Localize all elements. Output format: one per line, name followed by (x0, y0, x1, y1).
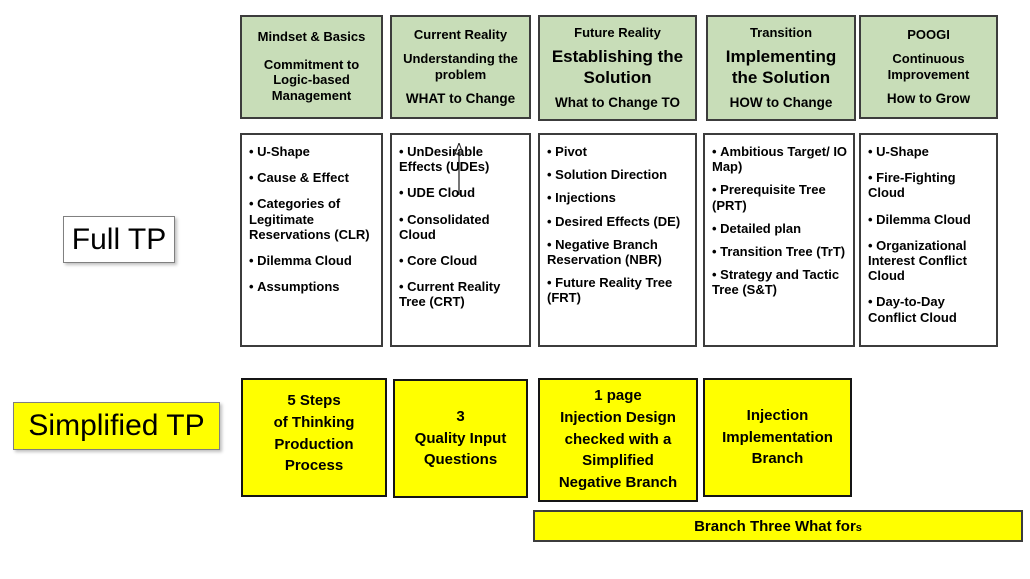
simplified-tp-row-label: Simplified TP (13, 402, 220, 450)
header-title: Current Reality (413, 26, 508, 42)
ybox-line: 3 (456, 407, 465, 425)
ybox-line: Production (274, 435, 354, 453)
ybox-line: Implementation (722, 428, 833, 446)
list-item: UDE Cloud (399, 185, 525, 200)
ybox-line: Quality Input (414, 429, 507, 447)
header-transition: Transition Implementing the Solution HOW… (706, 15, 856, 121)
list-item: U-Shape (249, 144, 377, 159)
header-mindset-basics: Mindset & Basics Commitment to Logic-bas… (240, 15, 383, 119)
header-tagline: How to Grow (886, 90, 971, 106)
ybox-line: 5 Steps (287, 392, 341, 409)
list-item: Organizational Interest Conflict Cloud (868, 238, 992, 284)
fulltp-box-mindset-basics: U-Shape Cause & Effect Categories of Leg… (240, 133, 383, 347)
header-subtitle: Establishing the Solution (551, 47, 684, 87)
ybox-line: Injection (746, 406, 809, 424)
header-title: Transition (749, 24, 813, 40)
list-item: Ambitious Target/ IO Map) (712, 144, 849, 174)
header-subtitle: Commitment to Logic-based Management (263, 56, 360, 103)
header-subtitle: Understanding the problem (403, 51, 518, 82)
list-item: Negative Branch Reservation (NBR) (547, 237, 691, 267)
list-item: Dilemma Cloud (868, 212, 992, 227)
bar-label: Branch Three What for (694, 517, 856, 535)
header-title: Future Reality (574, 24, 661, 40)
header-poogi: POOGI Continuous Improvement How to Grow (859, 15, 998, 119)
list-item: Strategy and Tactic Tree (S&T) (712, 267, 849, 297)
full-tp-label-text: Full TP (71, 222, 167, 256)
list-item: Current Reality Tree (CRT) (399, 279, 525, 309)
list-item: Consolidated Cloud (399, 212, 525, 242)
list-item: Pivot (547, 144, 691, 159)
ybox-line: Process (284, 457, 344, 475)
list-item: U-Shape (868, 144, 992, 159)
simplified-box-five-steps: 5 Steps of Thinking Production Process (241, 378, 387, 497)
fulltp-box-transition: Ambitious Target/ IO Map) Prerequisite T… (703, 133, 855, 347)
fulltp-box-current-reality: UnDesirable Effects (UDEs) UDE Cloud Con… (390, 133, 531, 347)
list-item: Core Cloud (399, 253, 525, 268)
full-tp-row-label: Full TP (63, 216, 175, 263)
header-current-reality: Current Reality Understanding the proble… (390, 15, 531, 119)
simplified-box-quality-questions: 3 Quality Input Questions (393, 379, 528, 498)
fulltp-box-poogi: U-Shape Fire-Fighting Cloud Dilemma Clou… (859, 133, 998, 347)
fulltp-box-future-reality: Pivot Solution Direction Injections Desi… (538, 133, 697, 347)
list-item: Prerequisite Tree (PRT) (712, 182, 849, 212)
simplified-box-injection-implementation: Injection Implementation Branch (703, 378, 852, 497)
list-item: Day-to-Day Conflict Cloud (868, 294, 992, 324)
list-item: Injections (547, 190, 691, 205)
header-future-reality: Future Reality Establishing the Solution… (538, 15, 697, 121)
ybox-line: Questions (423, 451, 498, 469)
header-tagline: What to Change TO (555, 94, 680, 110)
list-item: UnDesirable Effects (UDEs) (399, 144, 525, 174)
list-item: Desired Effects (DE) (547, 214, 691, 229)
list-item: Cause & Effect (249, 170, 377, 185)
list-item: Dilemma Cloud (249, 253, 377, 268)
ybox-line: checked with a (564, 430, 672, 448)
ybox-line: 1 page (594, 387, 642, 404)
ybox-line: Branch (751, 450, 804, 468)
simplified-box-injection-design: 1 page Injection Design checked with a S… (538, 378, 698, 502)
list-item: Solution Direction (547, 167, 691, 182)
header-title: Mindset & Basics (257, 29, 366, 45)
list-item: Categories of Legitimate Reservations (C… (249, 196, 377, 242)
header-tagline: WHAT to Change (405, 90, 516, 106)
list-item: Future Reality Tree (FRT) (547, 275, 691, 305)
list-item: Assumptions (249, 279, 377, 294)
header-subtitle: Implementing the Solution (725, 47, 837, 87)
header-title: POOGI (907, 26, 950, 42)
bar-label-suffix: s (855, 521, 862, 534)
ybox-line: Negative Branch (558, 474, 678, 491)
simplified-tp-label-text: Simplified TP (28, 409, 205, 442)
ybox-line: of Thinking (273, 413, 355, 431)
list-item: Transition Tree (TrT) (712, 244, 849, 259)
ybox-line: Simplified (582, 452, 654, 470)
header-subtitle: Continuous Improvement (887, 51, 970, 82)
ybox-line: Injection Design (560, 408, 676, 426)
list-item: Fire-Fighting Cloud (868, 170, 992, 200)
header-tagline: HOW to Change (729, 94, 833, 110)
list-item: Detailed plan (712, 221, 849, 236)
